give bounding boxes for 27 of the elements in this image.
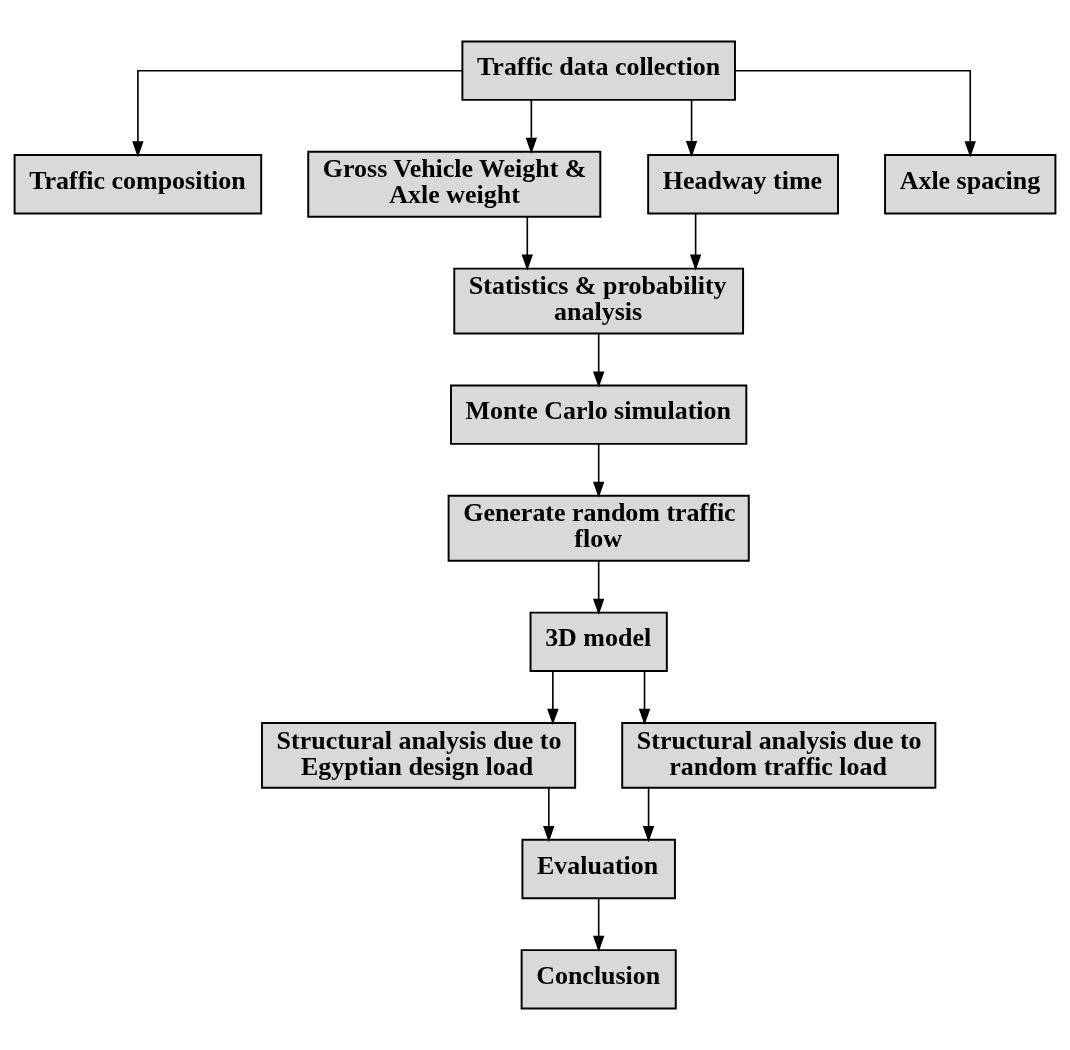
arrow <box>689 212 702 271</box>
arrow <box>593 897 605 953</box>
arrow <box>525 99 538 154</box>
node-box: Structural analysis due to random traffic load <box>621 721 937 789</box>
node-box: Generate random traffic flow <box>447 494 750 562</box>
node-box: Conclusion <box>520 949 677 1010</box>
arrow <box>685 99 698 158</box>
node-box: Statistics & probability analysis <box>453 267 745 335</box>
node-box: 3D model <box>529 611 668 672</box>
node-box: Traffic data collection <box>461 40 736 101</box>
node-box: Headway time <box>647 154 839 215</box>
arrow <box>642 787 655 843</box>
arrow <box>547 670 559 726</box>
arrow <box>593 560 605 615</box>
arrow <box>734 69 976 158</box>
arrow <box>521 216 533 271</box>
node-box: Structural analysis due to Egyptian design load <box>261 721 577 789</box>
node-box: Traffic composition <box>13 154 263 215</box>
arrow <box>543 787 555 843</box>
node-box: Evaluation <box>521 838 676 900</box>
arrow <box>638 670 651 726</box>
node-box: Gross Vehicle Weight & Axle weight <box>307 150 602 218</box>
arrow <box>593 443 605 498</box>
node-box: Monte Carlo simulation <box>450 384 748 445</box>
node-box: Axle spacing <box>884 154 1057 215</box>
arrow <box>593 333 605 388</box>
arrow <box>132 69 464 158</box>
